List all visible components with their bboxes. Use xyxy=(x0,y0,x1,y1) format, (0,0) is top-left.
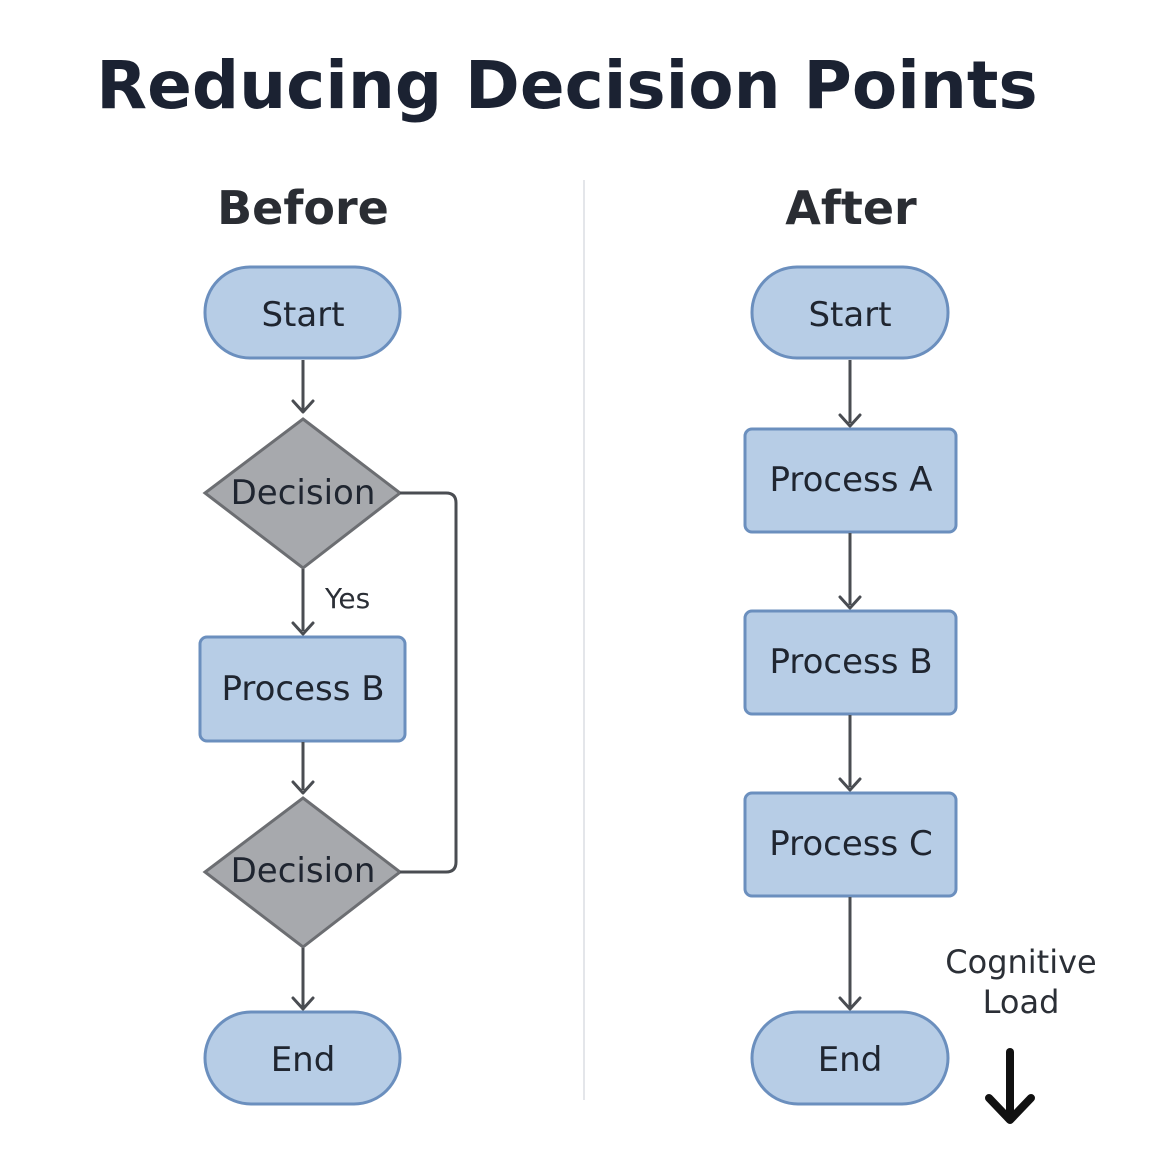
before-decision-1-label: Decision xyxy=(231,473,376,513)
page-title: Reducing Decision Points xyxy=(96,47,1037,124)
after-arrowhead-4 xyxy=(838,996,862,1011)
before-arrowhead-3 xyxy=(291,780,315,795)
before-start-label: Start xyxy=(261,295,344,335)
before-heading: Before xyxy=(217,181,389,235)
cognitive-load-line-2: Load xyxy=(983,983,1060,1021)
after-column: After Start Process A Process B Process … xyxy=(743,181,958,1106)
cognitive-load-line-1: Cognitive xyxy=(945,943,1096,981)
before-arrowhead-1 xyxy=(291,399,315,414)
before-process-b-label: Process B xyxy=(221,669,384,709)
cognitive-load-note: Cognitive Load xyxy=(945,943,1097,1124)
after-process-a-label: Process A xyxy=(769,460,932,500)
before-decision-2-label: Decision xyxy=(231,851,376,891)
before-arrowhead-2 xyxy=(291,621,315,636)
after-process-b-node: Process B xyxy=(743,609,958,716)
after-start-node: Start xyxy=(750,265,950,360)
before-end-node: End xyxy=(203,1010,402,1106)
before-process-b-node: Process B xyxy=(198,635,407,743)
before-arrowhead-4 xyxy=(291,996,315,1011)
after-process-a-node: Process A xyxy=(743,427,958,534)
after-arrowhead-3 xyxy=(838,777,862,792)
after-process-c-label: Process C xyxy=(769,824,933,864)
before-column: Before Start Decision Yes Process B D xyxy=(198,181,458,1106)
before-end-label: End xyxy=(271,1040,336,1080)
after-arrowhead-1 xyxy=(838,413,862,428)
after-arrowhead-2 xyxy=(838,595,862,610)
after-heading: After xyxy=(785,181,917,235)
before-start-node: Start xyxy=(203,265,402,360)
before-loop-connector xyxy=(400,491,458,874)
after-process-b-label: Process B xyxy=(769,642,932,682)
after-start-label: Start xyxy=(808,295,891,335)
after-end-label: End xyxy=(818,1040,883,1080)
after-process-c-node: Process C xyxy=(743,791,958,898)
before-decision-1-node: Decision xyxy=(202,417,403,570)
before-yes-label: Yes xyxy=(324,582,370,615)
after-end-node: End xyxy=(750,1010,950,1106)
before-decision-2-node: Decision xyxy=(202,796,403,949)
arrow-down-icon xyxy=(985,1048,1035,1124)
